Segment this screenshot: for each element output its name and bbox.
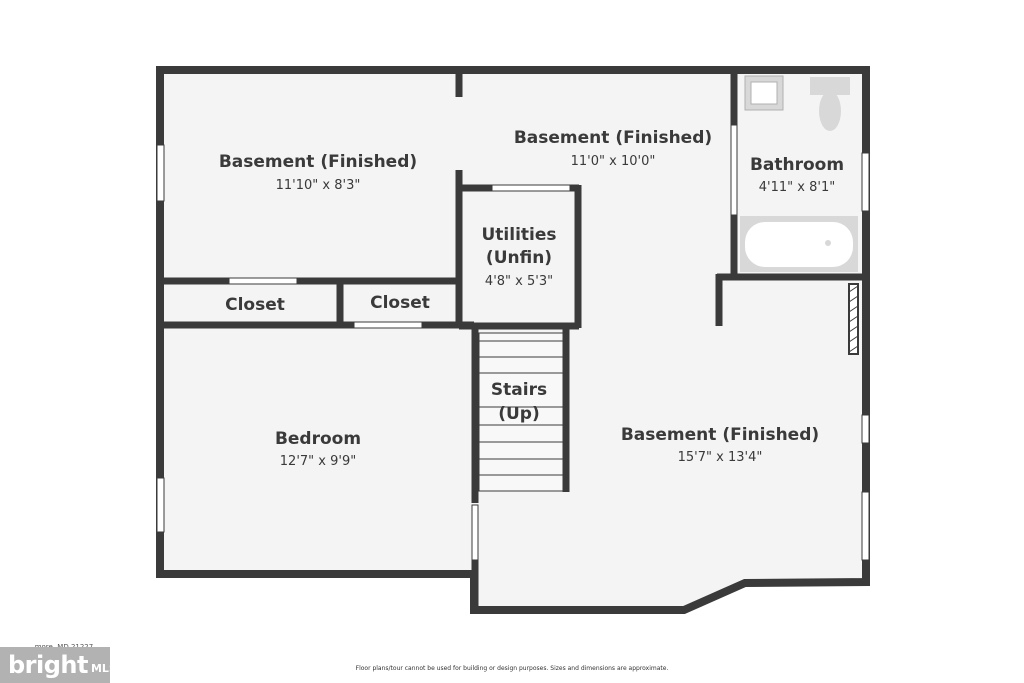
hatched-door	[848, 283, 859, 355]
bathtub-icon	[740, 216, 858, 272]
toilet-icon	[810, 77, 850, 131]
logo-sub-text: MLS	[90, 661, 117, 675]
room-label-basement-top: Basement (Finished)	[514, 128, 712, 148]
sink-icon	[744, 75, 784, 111]
room-label-bedroom: Bedroom	[275, 429, 361, 449]
room-label-stairs-line1: Stairs	[491, 380, 547, 400]
room-dims-basement-left: 11'10" x 8'3"	[276, 178, 361, 193]
room-dims-basement-top: 11'0" x 10'0"	[571, 154, 656, 169]
bright-mls-logo: bright MLS	[0, 647, 117, 683]
room-dims-bedroom: 12'7" x 9'9"	[280, 454, 356, 469]
room-label-bathroom: Bathroom	[750, 155, 844, 175]
disclaimer-text: Floor plans/tour cannot be used for buil…	[355, 665, 669, 672]
room-label-closet-right: Closet	[370, 293, 430, 313]
room-dims-utilities: 4'8" x 5'3"	[485, 274, 553, 289]
logo-main-text: bright	[8, 651, 88, 679]
room-dims-bathroom: 4'11" x 8'1"	[759, 180, 835, 195]
room-label-stairs-line2: (Up)	[498, 404, 540, 424]
exterior-wall	[156, 66, 870, 614]
room-dims-basement-right: 15'7" x 13'4"	[678, 450, 763, 465]
room-label-utilities-line2: (Unfin)	[486, 248, 552, 268]
room-label-closet-left: Closet	[225, 295, 285, 315]
room-label-utilities-line1: Utilities	[481, 225, 556, 245]
stairs-treads	[478, 332, 564, 492]
room-label-basement-right: Basement (Finished)	[621, 425, 819, 445]
windows	[156, 124, 870, 561]
room-label-basement-left: Basement (Finished)	[219, 152, 417, 172]
